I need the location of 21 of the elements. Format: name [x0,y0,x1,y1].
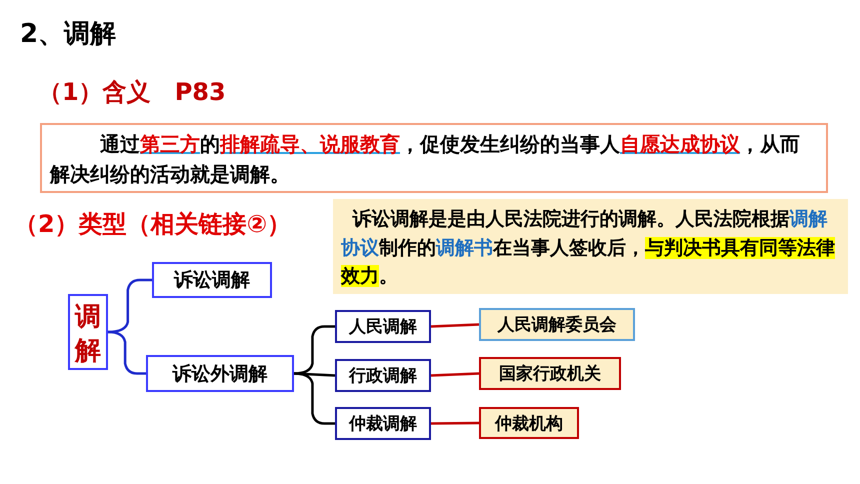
slide-title: 2、调解 [20,18,116,51]
brace-line [294,372,335,425]
note-box: 诉讼调解是是由人民法院进行的调解。人民法院根据调解协议制作的调解书在当事人签收后，与判决书具有同等法律效力。 [333,199,848,294]
subtype-box: 行政调解 [335,359,431,392]
brace-line [294,325,335,375]
connector-line [430,323,480,328]
organization-box: 人民调解委员会 [479,308,635,341]
brace-line [108,278,152,334]
definition-box: 通过第三方的排解疏导、说服教育，促使发生纠纷的当事人自愿达成协议，从而解决纠纷的活动就是调解。 [40,123,828,193]
connector-line [430,422,480,425]
subtype-box: 仲裁调解 [335,407,431,440]
brace-line [108,330,146,375]
subtype-box: 人民调解 [335,310,431,343]
organization-box: 国家行政机关 [479,357,621,390]
type-box: 诉讼外调解 [146,355,294,392]
category-box: 调解 [68,294,108,370]
section-heading: （1）含义 P83 [38,77,226,108]
connector-line [430,372,480,377]
section-heading: （2）类型（相关链接②） [14,209,292,240]
organization-box: 仲裁机构 [479,407,579,439]
type-box: 诉讼调解 [152,262,272,298]
